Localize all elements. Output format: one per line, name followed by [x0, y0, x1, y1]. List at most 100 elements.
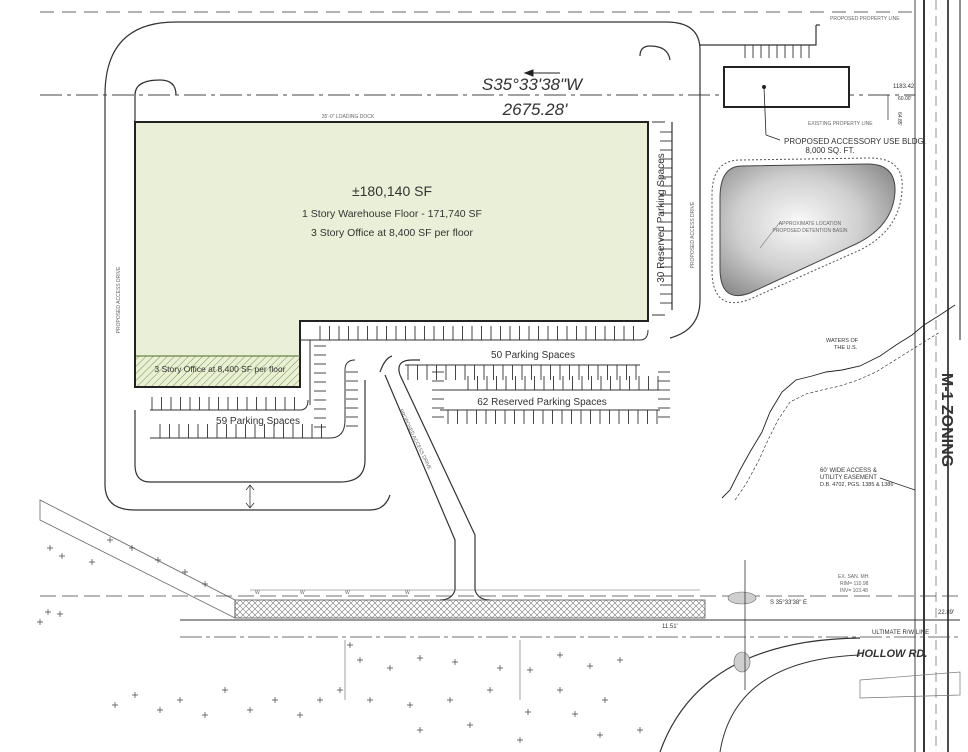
zoning-label: M-1 ZONING	[938, 373, 955, 467]
shrub-symbol	[37, 619, 43, 625]
parking-59: 59 Parking Spaces	[216, 416, 300, 427]
shrub-symbol	[497, 665, 503, 671]
shrub-symbol	[132, 692, 138, 698]
easement-leader	[879, 477, 916, 491]
row-line: ULTIMATE R/W LINE	[872, 630, 929, 636]
shrub-symbol	[157, 707, 163, 713]
svg-text:W: W	[255, 590, 260, 596]
parking-curbs	[150, 121, 665, 439]
shrub-symbol	[202, 581, 208, 587]
property-lines	[40, 0, 961, 752]
svg-text:W: W	[345, 590, 350, 596]
road-frontage: W W W W	[39, 499, 961, 752]
bearing-label: S35°33'38"W	[482, 75, 584, 94]
shrub-symbol	[247, 707, 253, 713]
shrub-symbol	[597, 732, 603, 738]
drive-south: PROPOSED ACCESS DRIVE	[398, 408, 433, 471]
parking-stalls	[151, 45, 810, 438]
shrub-symbol	[487, 687, 493, 693]
distance-label: 2675.28'	[502, 100, 568, 119]
access-loop-road	[104, 21, 820, 511]
shrub-symbol	[337, 687, 343, 693]
shrub-symbol	[357, 657, 363, 663]
shrub-symbol	[637, 727, 643, 733]
shrub-symbol	[525, 709, 531, 715]
building-area: ±180,140 SF	[352, 183, 432, 199]
dim-2: 60.00'	[898, 96, 912, 102]
san-inv: INV= 103.48	[840, 588, 868, 594]
svg-text:W: W	[405, 590, 410, 596]
shrub-symbol	[57, 611, 63, 617]
shrub-symbol	[587, 663, 593, 669]
shrub-symbol	[367, 697, 373, 703]
basin-line2: PROPOSED DETENTION BASIN	[772, 228, 847, 234]
waters-line1: WATERS OF	[826, 338, 859, 344]
shrub-symbol	[297, 712, 303, 718]
basin-line1: APPROXIMATE LOCATION	[779, 221, 842, 227]
easement-line1: 60' WIDE ACCESS &	[820, 468, 877, 474]
shrub-symbol	[47, 545, 53, 551]
dim-4: 11.51'	[662, 624, 678, 630]
existing-property-line: EXISTING PROPERTY LINE	[808, 121, 873, 127]
shrub-symbol	[107, 537, 113, 543]
shrub-symbol	[45, 609, 51, 615]
parking-62: 62 Reserved Parking Spaces	[477, 397, 607, 408]
shrub-symbol	[89, 559, 95, 565]
shrub-symbol	[155, 557, 161, 563]
shrub-symbol	[129, 545, 135, 551]
wetland-boundary	[721, 304, 956, 499]
shrub-symbol	[112, 702, 118, 708]
easement-line2: UTILITY EASEMENT	[820, 475, 877, 481]
shrub-symbol	[467, 722, 473, 728]
shrub-symbol	[557, 652, 563, 658]
drive-west: PROPOSED ACCESS DRIVE	[116, 266, 122, 333]
dim-3: 64.85'	[896, 112, 902, 126]
detention-basin	[711, 157, 903, 304]
office-floor: 3 Story Office at 8,400 SF per floor	[311, 227, 474, 239]
san-rim: RIM= 110.98	[840, 581, 869, 587]
main-building	[134, 121, 649, 388]
wetland-boundary-2	[734, 331, 941, 501]
easement-line3: D.B. 4702, PGS. 1385 & 1386	[820, 482, 893, 488]
parking-50: 50 Parking Spaces	[491, 350, 575, 361]
shrub-symbol	[557, 687, 563, 693]
shrub-symbol	[347, 642, 353, 648]
shrub-symbol	[602, 697, 608, 703]
bearing-arrow	[523, 69, 560, 77]
shrub-symbol	[417, 727, 423, 733]
shrub-symbol	[272, 697, 278, 703]
waters-line2: THE U.S.	[834, 345, 858, 351]
accessory-area: 8,000 SQ. FT.	[805, 146, 854, 155]
svg-text:W: W	[300, 590, 305, 596]
office-hatch	[136, 356, 299, 386]
accessory-title: PROPOSED ACCESSORY USE BLDG.	[784, 137, 926, 146]
shrub-symbol	[527, 667, 533, 673]
warehouse-floor: 1 Story Warehouse Floor - 171,740 SF	[302, 208, 482, 220]
drive-east: PROPOSED ACCESS DRIVE	[690, 201, 696, 268]
accessory-building	[723, 66, 850, 141]
shrub-symbol	[572, 711, 578, 717]
connector-drive	[379, 355, 491, 601]
parking-30: 30 Reserved Parking Spaces	[656, 153, 667, 283]
sewer-bearing: S 35°33'38" E	[770, 600, 807, 606]
shrub-symbol	[222, 687, 228, 693]
shrub-symbol	[452, 659, 458, 665]
shrub-symbol	[617, 657, 623, 663]
dim-1: 1183.42'	[893, 84, 915, 90]
shrub-symbol	[387, 665, 393, 671]
shrub-symbol	[417, 655, 423, 661]
shrub-symbol	[317, 697, 323, 703]
landscape-shrubs	[37, 537, 643, 743]
shrub-symbol	[407, 702, 413, 708]
shrub-symbol	[202, 712, 208, 718]
road-name: HOLLOW RD.	[857, 648, 928, 660]
shrub-symbol	[59, 553, 65, 559]
san-mh: EX. SAN. MH.	[838, 574, 870, 580]
shrub-symbol	[182, 569, 188, 575]
loading-dock: 35'-0" LOADING DOCK	[322, 114, 375, 120]
shrub-symbol	[517, 737, 523, 743]
proposed-property-line: PROPOSED PROPERTY LINE	[830, 16, 900, 22]
shrub-symbol	[447, 697, 453, 703]
